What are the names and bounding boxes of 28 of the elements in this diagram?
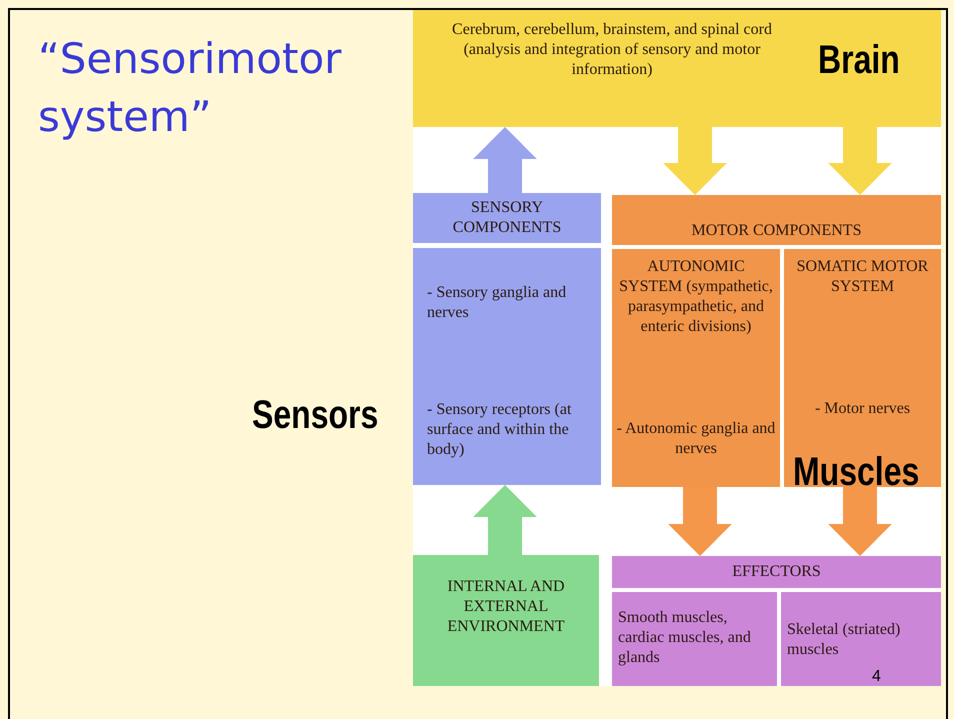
sensory-header xyxy=(413,193,601,243)
slide-title: “Sensorimotor system” xyxy=(38,33,342,143)
node-text: EFFECTORS xyxy=(732,562,821,582)
node-text: AUTONOMIC SYSTEM (sympathetic, parasympathetic, and enteric divisions) xyxy=(618,257,774,337)
annotation-label: Brain xyxy=(818,38,900,82)
sensory-box xyxy=(413,248,601,485)
effectors-header xyxy=(612,556,941,588)
node-text: SOMATIC MOTOR SYSTEM xyxy=(796,257,930,297)
somatic-box xyxy=(784,249,941,487)
node-text: Cerebrum, cerebellum, brainstem, and spinal cord (analysis and integration of sensory and motor information) xyxy=(451,20,773,80)
node-text: Skeletal (striated) muscles xyxy=(787,620,902,660)
node-text: SENSORY COMPONENTS xyxy=(452,198,562,238)
autonomic-box xyxy=(612,249,780,487)
effector-box xyxy=(612,592,777,686)
annotation-label: Sensors xyxy=(252,393,378,437)
node-text: INTERNAL AND EXTERNAL ENVIRONMENT xyxy=(446,577,566,637)
environment-box xyxy=(413,555,599,686)
page-number: 4 xyxy=(872,668,881,686)
node-text: - Autonomic ganglia and nerves xyxy=(616,419,776,459)
brain-box xyxy=(413,10,941,127)
node-text: - Sensory ganglia and nerves xyxy=(427,283,568,323)
effector-box xyxy=(781,592,941,686)
node-text: - Motor nerves xyxy=(814,399,910,419)
node-text: - Sensory receptors (at surface and within the body) xyxy=(427,400,572,460)
node-text: Smooth muscles, cardiac muscles, and glands xyxy=(618,608,752,668)
node-text: MOTOR COMPONENTS xyxy=(692,221,862,241)
annotation-label: Muscles xyxy=(793,450,920,494)
motor-header xyxy=(612,195,941,245)
